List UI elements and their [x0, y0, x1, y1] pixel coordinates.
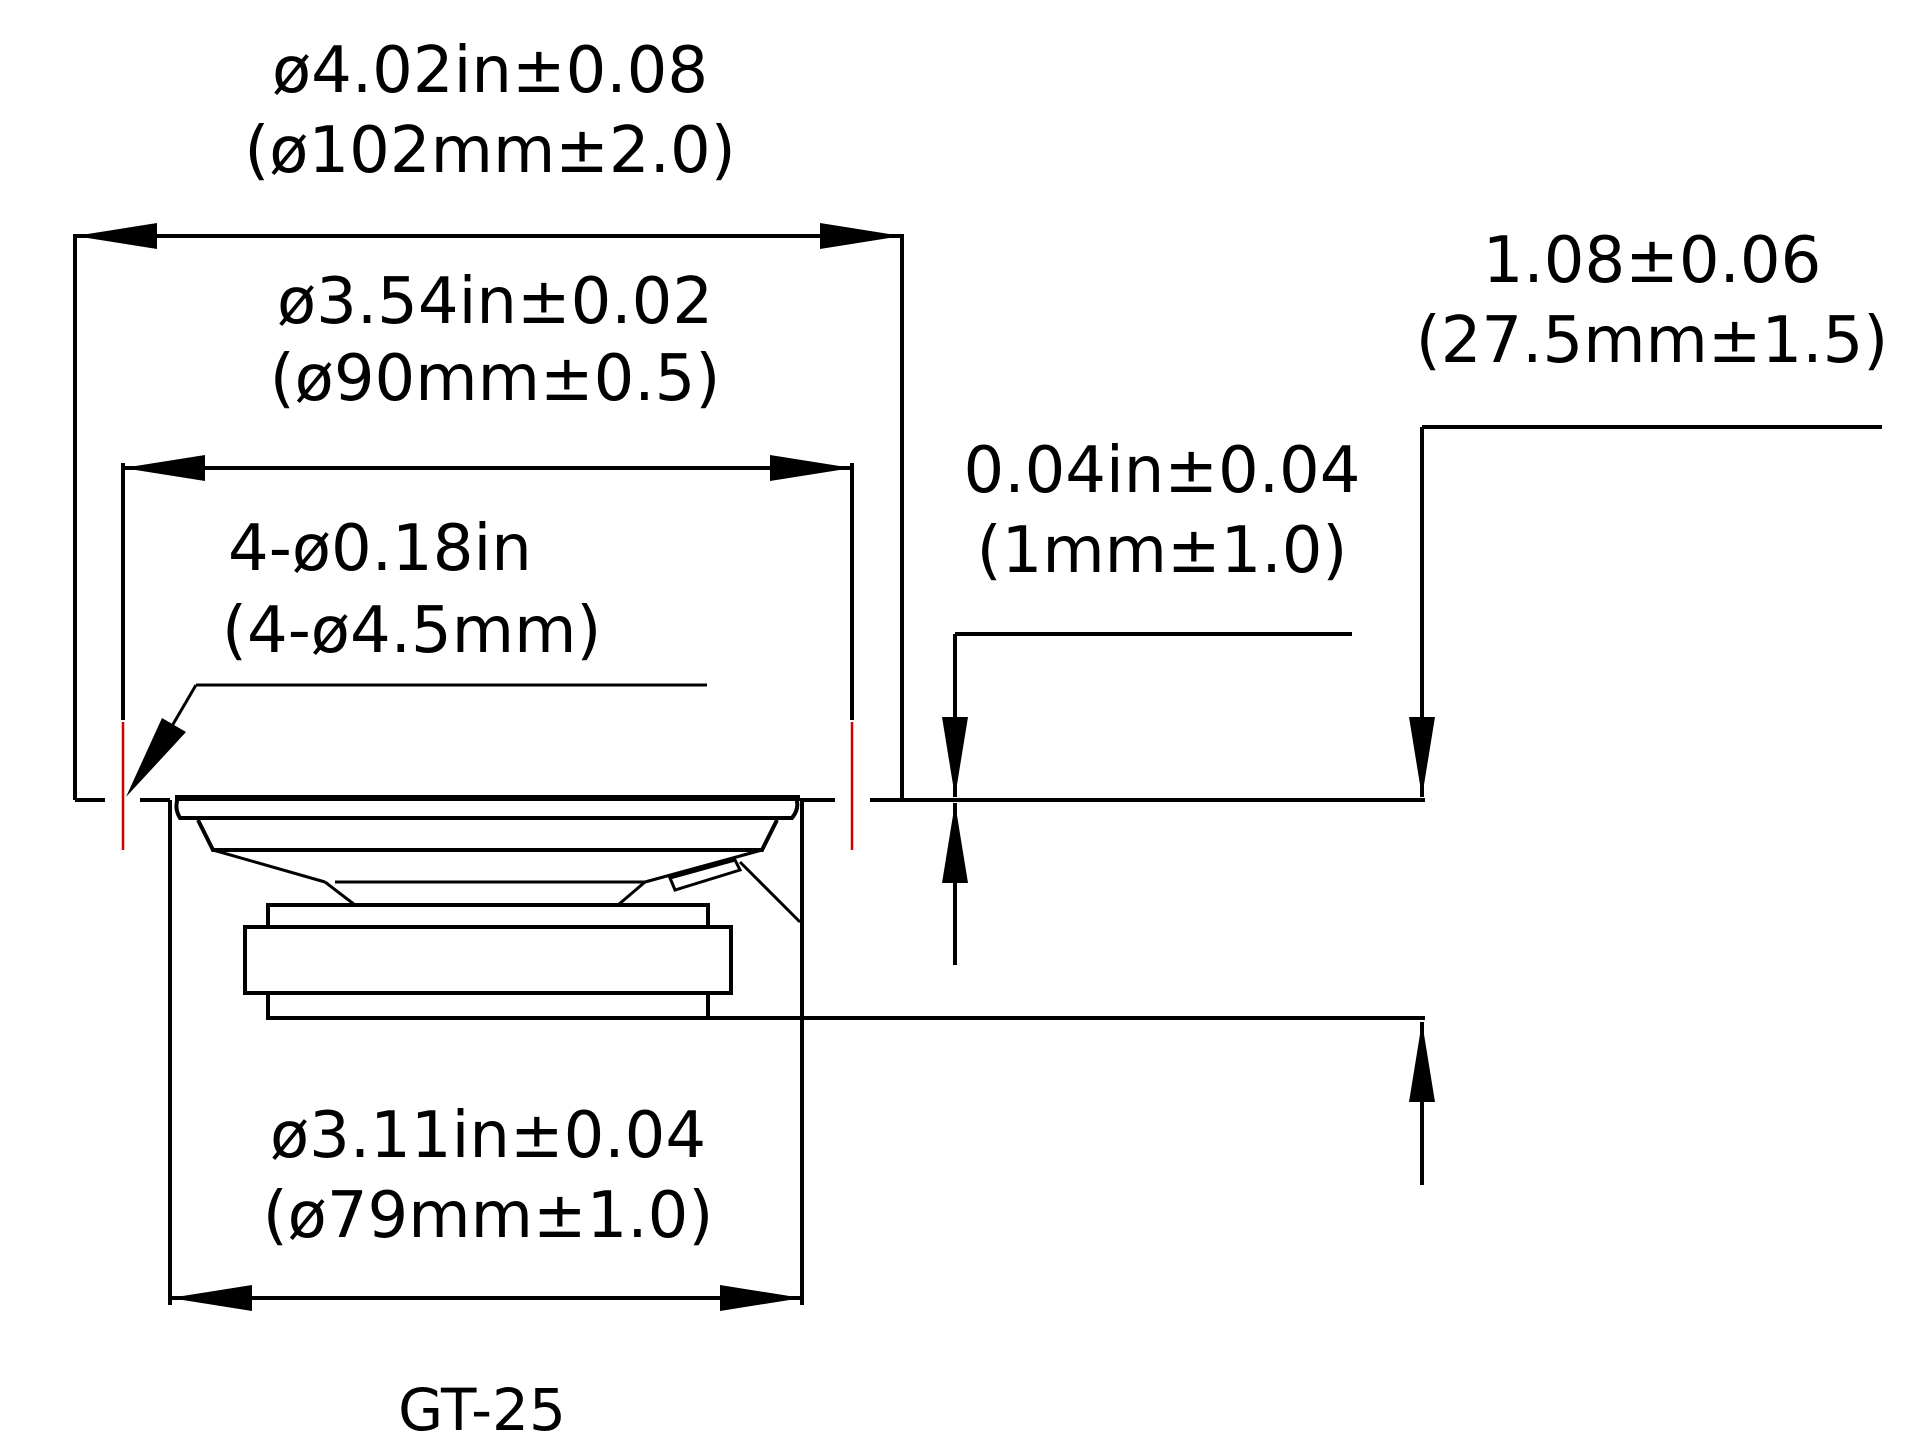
flange-thickness-label: 0.04in±0.04 (1mm±1.0): [964, 434, 1361, 588]
hole-markers: [121, 722, 854, 850]
flange-thickness-imperial: 0.04in±0.04: [964, 434, 1361, 508]
mounting-holes-imperial: 4-ø0.18in: [228, 512, 532, 586]
cutout-diameter-imperial: ø3.11in±0.04: [270, 1099, 706, 1173]
mounting-holes-label: 4-ø0.18in (4-ø4.5mm): [222, 512, 601, 668]
outer-diameter-dimension: [73, 223, 904, 800]
flange-thickness-metric: (1mm±1.0): [977, 514, 1348, 588]
model-name: GT-25: [398, 1376, 566, 1440]
mounting-depth-label: 1.08±0.06 (27.5mm±1.5): [1416, 224, 1889, 378]
outer-diameter-label: ø4.02in±0.08 (ø102mm±2.0): [244, 34, 735, 188]
speaker-profile: [174, 795, 802, 1020]
mounting-depth-imperial: 1.08±0.06: [1483, 224, 1822, 298]
mounting-diameter-dimension: [121, 455, 854, 720]
mounting-diameter-metric: (ø90mm±0.5): [270, 342, 721, 416]
mounting-diameter-imperial: ø3.54in±0.02: [277, 265, 713, 339]
mounting-holes-leader: [126, 683, 707, 797]
cutout-diameter-dimension: [168, 800, 804, 1311]
mounting-depth-dimension: [710, 425, 1882, 1185]
flange-thickness-dimension: [942, 632, 1352, 965]
outer-diameter-imperial: ø4.02in±0.08: [272, 34, 708, 108]
mounting-diameter-label: ø3.54in±0.02 (ø90mm±0.5): [270, 265, 721, 416]
cutout-diameter-metric: (ø79mm±1.0): [263, 1179, 714, 1253]
cutout-diameter-label: ø3.11in±0.04 (ø79mm±1.0): [263, 1099, 714, 1253]
outer-diameter-metric: (ø102mm±2.0): [244, 114, 735, 188]
mounting-depth-metric: (27.5mm±1.5): [1416, 304, 1889, 378]
mounting-holes-metric: (4-ø4.5mm): [222, 594, 601, 668]
